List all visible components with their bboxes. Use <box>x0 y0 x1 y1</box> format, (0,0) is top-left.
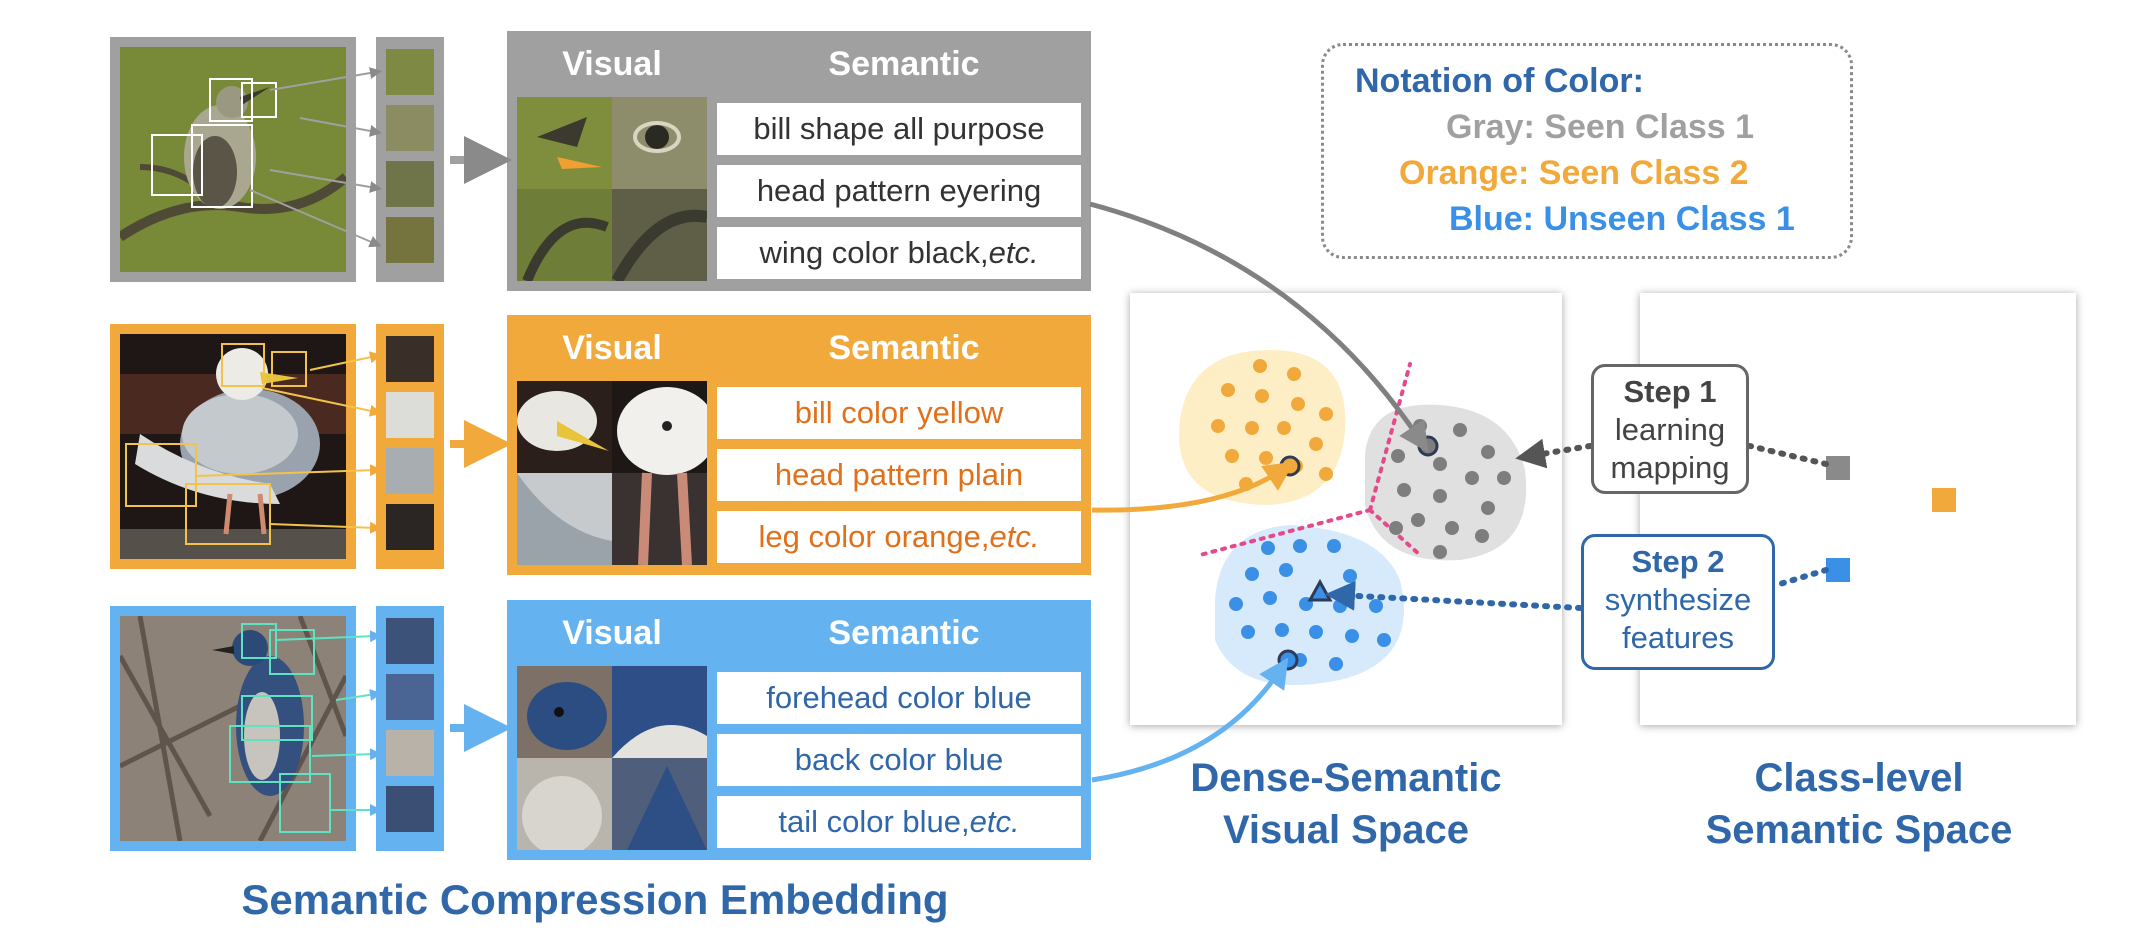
visual-patches-orange <box>517 381 707 565</box>
dense-semantic-visual-space-panel <box>1130 293 1562 725</box>
visual-semantic-table-blue: Visual Semantic forehead color blue back… <box>507 600 1091 860</box>
visual-header: Visual <box>562 613 662 652</box>
semantic-space-line1: Class-level <box>1754 756 1964 800</box>
attribute-bill: bill shape all purpose <box>717 103 1081 155</box>
attribute-head: head pattern plain <box>717 449 1081 501</box>
feature-boxes-blue <box>229 623 331 833</box>
attribute-back: back color blue <box>717 734 1081 786</box>
attribute-bill: bill color yellow <box>717 387 1081 439</box>
step2-line1: synthesize <box>1604 582 1752 617</box>
bird-photo-gray <box>110 37 356 282</box>
caption-semantic-compression-embedding: Semantic Compression Embedding <box>241 876 949 923</box>
step2-line2: features <box>1621 620 1734 655</box>
visual-header: Visual <box>562 328 662 367</box>
semantic-header: Semantic <box>828 44 980 83</box>
step1-line2: mapping <box>1610 450 1730 485</box>
feature-boxes-gray <box>151 78 277 208</box>
visual-space-line2: Visual Space <box>1222 808 1470 852</box>
visual-patches-gray <box>517 97 707 281</box>
attribute-tail: tail color blue, etc. <box>717 796 1081 848</box>
caption-class-level-semantic-space: Class-level Semantic Space <box>1644 752 2074 856</box>
caption-dense-semantic-visual-space: Dense-Semantic Visual Space <box>1136 752 1556 856</box>
semantic-header: Semantic <box>828 613 980 652</box>
patch-strip-blue <box>376 606 444 851</box>
step1-line1: learning <box>1614 412 1726 447</box>
strip-to-table-arrows <box>450 136 512 752</box>
semantic-header: Semantic <box>828 328 980 367</box>
attribute-forehead: forehead color blue <box>717 672 1081 724</box>
visual-space-line1: Dense-Semantic <box>1190 756 1502 800</box>
feature-boxes-orange <box>125 343 307 545</box>
legend-orange: Orange: Seen Class 2 <box>1399 154 1749 192</box>
color-legend: Notation of Color: Gray: Seen Class 1 Or… <box>1321 43 1853 259</box>
attribute-head: head pattern eyering <box>717 165 1081 217</box>
visual-header: Visual <box>562 44 662 83</box>
legend-blue: Blue: Unseen Class 1 <box>1449 200 1795 238</box>
visual-semantic-table-orange: Visual Semantic bill color yellow head p… <box>507 315 1091 575</box>
step1-learning-mapping: Step 1 learning mapping <box>1591 364 1749 494</box>
visual-semantic-table-gray: Visual Semantic bill shape all purpose h… <box>507 31 1091 291</box>
step2-title: Step 2 <box>1631 544 1725 579</box>
semantic-space-line2: Semantic Space <box>1705 808 2013 852</box>
legend-gray: Gray: Seen Class 1 <box>1446 108 1755 146</box>
attribute-wing: wing color black, etc. <box>717 227 1081 279</box>
patch-strip-gray <box>376 37 444 282</box>
visual-patches-blue <box>517 666 707 850</box>
patch-strip-orange <box>376 324 444 569</box>
step1-title: Step 1 <box>1623 374 1717 409</box>
legend-title: Notation of Color: <box>1355 62 1644 100</box>
attribute-leg: leg color orange, etc. <box>717 511 1081 563</box>
step2-synthesize-features: Step 2 synthesize features <box>1581 534 1775 670</box>
